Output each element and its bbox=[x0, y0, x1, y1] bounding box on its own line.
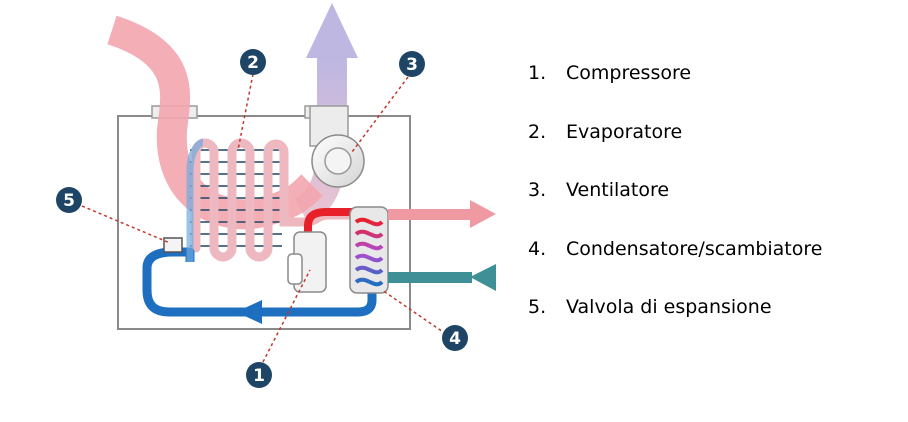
legend-number: 4. bbox=[528, 237, 547, 260]
hot-discharge-pipe bbox=[304, 208, 356, 240]
legend-number: 1. bbox=[528, 62, 547, 84]
legend-label: Compressore bbox=[566, 62, 692, 84]
badge-3-label: 3 bbox=[406, 55, 418, 75]
badge-4-label: 4 bbox=[449, 329, 461, 349]
badge-4: 4 bbox=[442, 325, 468, 351]
badge-1-label: 1 bbox=[253, 366, 265, 386]
badge-3: 3 bbox=[399, 51, 425, 77]
legend-item-compressor: 1. Compressore bbox=[528, 62, 822, 121]
legend-label: Evaporatore bbox=[566, 120, 683, 143]
badge-2: 2 bbox=[240, 49, 266, 75]
expansion-valve bbox=[163, 237, 183, 253]
hot-water-arrow bbox=[470, 200, 496, 228]
return-flow-arrowhead bbox=[236, 300, 262, 324]
legend-number: 2. bbox=[528, 120, 547, 143]
badge-5: 5 bbox=[56, 187, 82, 213]
legend-number: 3. bbox=[528, 179, 547, 201]
badge-1: 1 bbox=[246, 362, 272, 388]
badge-5-label: 5 bbox=[63, 191, 75, 211]
legend-number: 5. bbox=[528, 296, 547, 318]
legend-item-condenser: 4. Condensatore/scambiatore bbox=[528, 238, 822, 297]
badge-2-label: 2 bbox=[247, 53, 259, 73]
leader-lines bbox=[81, 73, 447, 363]
hot-water-outlet-pipe bbox=[388, 209, 472, 220]
legend-label: Ventilatore bbox=[566, 179, 670, 201]
legend-label: Valvola di espansione bbox=[566, 296, 772, 318]
condenser bbox=[349, 206, 389, 294]
legend-item-expansion-valve: 5. Valvola di espansione bbox=[528, 296, 822, 355]
legend-item-fan: 3. Ventilatore bbox=[528, 179, 822, 238]
cold-return-pipe bbox=[142, 247, 377, 317]
compressor bbox=[287, 231, 327, 293]
component-legend: 1. Compressore 2. Evaporatore 3. Ventila… bbox=[528, 62, 822, 355]
evaporator-coil bbox=[191, 138, 358, 262]
cold-water-arrow bbox=[470, 264, 496, 291]
cold-return-pipe-upper bbox=[186, 138, 204, 262]
fan bbox=[309, 105, 365, 188]
legend-item-evaporator: 2. Evaporatore bbox=[528, 121, 822, 180]
cold-water-inlet-pipe bbox=[388, 272, 472, 283]
legend-label: Condensatore/scambiatore bbox=[566, 237, 823, 260]
exhaust-air-arrowhead bbox=[306, 3, 358, 58]
